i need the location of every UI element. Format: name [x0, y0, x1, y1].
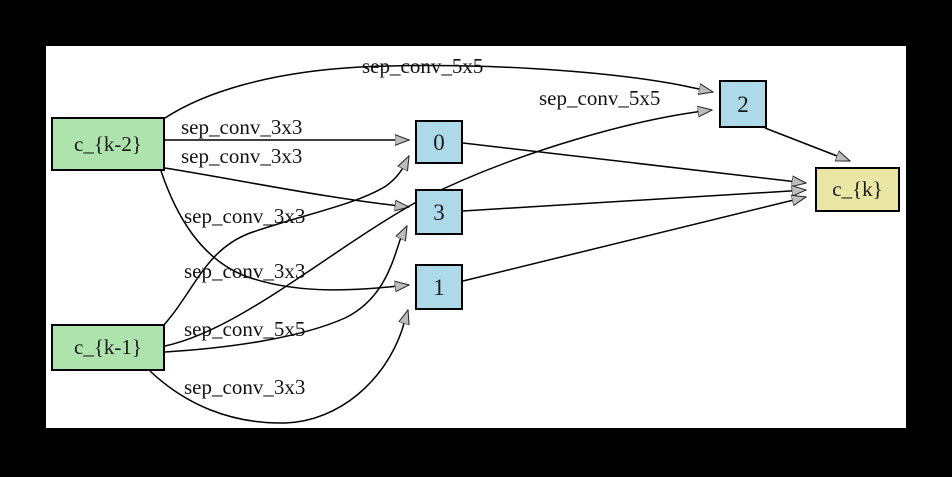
edge-label-ck2-to-0: sep_conv_3x3	[181, 115, 303, 139]
edge-label-ck1-to-2: sep_conv_5x5	[539, 86, 661, 110]
edge-label-ck1-to-0: sep_conv_3x3	[184, 259, 306, 283]
edge-label-ck2-to-1: sep_conv_3x3	[184, 204, 306, 228]
node-label: 1	[433, 274, 445, 300]
edge-label-ck2-to-2: sep_conv_5x5	[362, 54, 484, 78]
node-label: c_{k-2}	[74, 131, 142, 156]
edge-label-ck1-to-3: sep_conv_5x5	[184, 317, 306, 341]
node-c-k-1[interactable]: c_{k-1}	[51, 324, 165, 371]
node-2[interactable]: 2	[719, 80, 767, 128]
node-c-k[interactable]: c_{k}	[815, 167, 900, 212]
node-label: 2	[737, 91, 749, 117]
node-label: c_{k}	[832, 177, 883, 201]
edge-label-ck1-to-1: sep_conv_3x3	[184, 375, 306, 399]
node-1[interactable]: 1	[415, 264, 463, 310]
graph-canvas	[46, 46, 906, 428]
node-0[interactable]: 0	[415, 120, 463, 164]
node-label: 3	[433, 199, 445, 225]
node-label: c_{k-1}	[74, 335, 142, 359]
edge-label-ck2-to-3: sep_conv_3x3	[181, 144, 303, 168]
node-c-k-2[interactable]: c_{k-2}	[51, 117, 165, 171]
node-label: 0	[433, 129, 445, 155]
node-3[interactable]: 3	[415, 189, 463, 235]
